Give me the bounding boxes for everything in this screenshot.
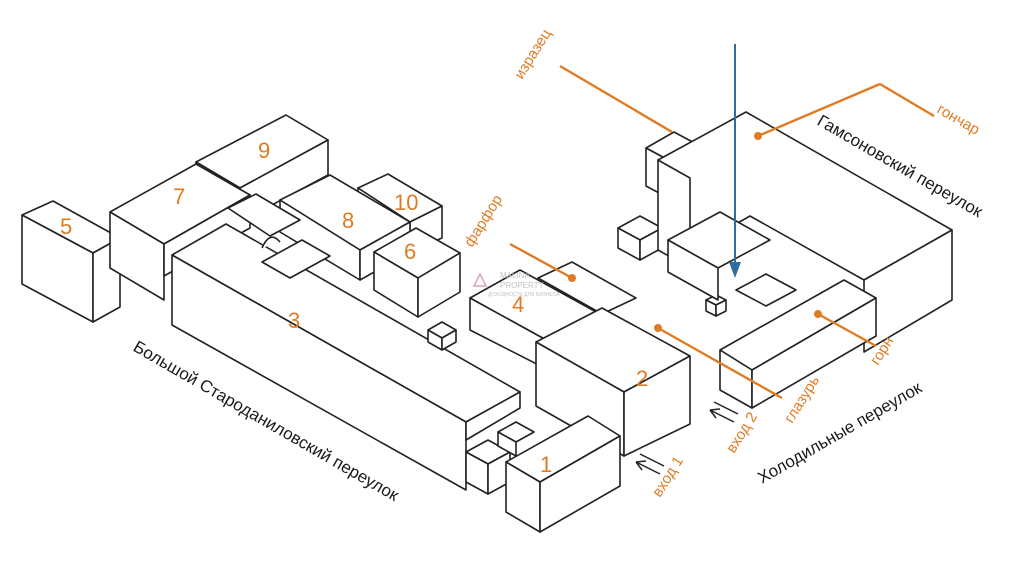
right-complex: [645, 111, 953, 409]
watermark-logo-icon: [472, 272, 488, 287]
building-10-number: 10: [394, 190, 418, 215]
material-leaders: [509, 64, 935, 400]
watermark-brand: MALINA: [500, 271, 530, 280]
building-3: 3: [171, 193, 521, 491]
building-3-number: 3: [288, 308, 300, 333]
building-7-number: 7: [173, 184, 185, 209]
watermark-sub: PROPERTY: [500, 281, 545, 290]
small-structures: [427, 215, 727, 495]
building-5: 5: [21, 200, 121, 323]
building-8-number: 8: [342, 208, 354, 233]
label-gonchar: гончар: [934, 101, 983, 139]
entrance-arrows: [635, 401, 739, 475]
watermark-tagline: ДОХОДНОСТЬ ДЛЯ БИЗНЕСА: [488, 292, 560, 298]
building-1: 1: [505, 415, 621, 533]
building-1-number: 1: [540, 452, 552, 477]
label-entry2: вход 2: [723, 409, 761, 456]
pointer-arrow: [729, 44, 741, 278]
label-farfor: фарфор: [461, 192, 506, 250]
street-kholodilny: Холодильные переулок: [755, 378, 926, 488]
building-4-number: 4: [512, 292, 524, 317]
label-izrazets: изразец: [511, 26, 555, 82]
label-entry1: вход 1: [649, 453, 687, 500]
watermark: MALINA PROPERTY ДОХОДНОСТЬ ДЛЯ БИЗНЕСА: [472, 271, 560, 298]
building-6: 6: [373, 227, 461, 318]
building-6-number: 6: [404, 239, 416, 264]
building-9-number: 9: [258, 138, 270, 163]
building-2-number: 2: [636, 366, 648, 391]
building-5-number: 5: [60, 214, 72, 239]
